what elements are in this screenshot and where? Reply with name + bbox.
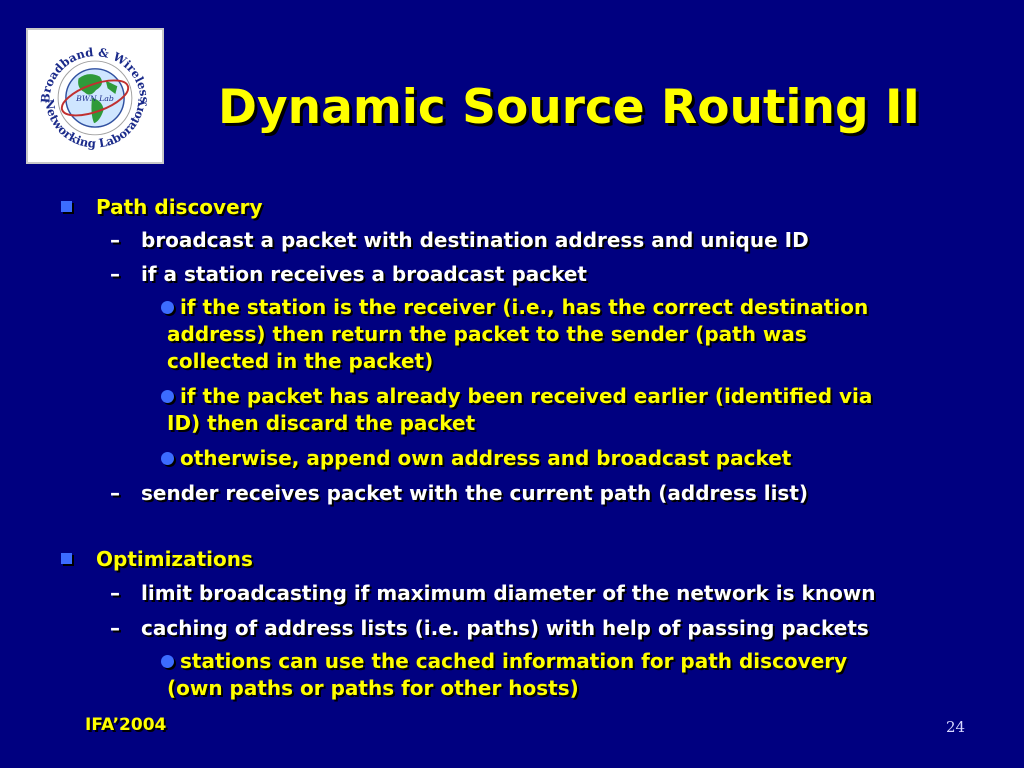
page-number: 24 — [946, 718, 966, 736]
section-heading: Path discovery — [96, 195, 263, 219]
sub-list-item: stations can use the cached information … — [167, 648, 848, 702]
dash-bullet-icon: – — [110, 481, 120, 505]
list-item: limit broadcasting if maximum diameter o… — [141, 581, 876, 605]
logo-center-text: BWN Lab — [75, 94, 114, 103]
list-item: broadcast a packet with destination addr… — [141, 228, 809, 252]
sub-item-line: if the station is the receiver (i.e., ha… — [180, 295, 869, 319]
sub-item-line: (own paths or paths for other hosts) — [167, 676, 579, 700]
sub-item-line: address) then return the packet to the s… — [167, 322, 807, 346]
sub-list-item: if the station is the receiver (i.e., ha… — [167, 294, 869, 375]
dot-bullet-icon — [161, 301, 174, 314]
sub-item-line: ID) then discard the packet — [167, 411, 476, 435]
sub-list-item: otherwise, append own address and broadc… — [180, 445, 791, 472]
sub-item-line: otherwise, append own address and broadc… — [180, 446, 792, 470]
square-bullet-icon — [61, 553, 72, 564]
dot-bullet-icon — [161, 390, 174, 403]
sub-list-item: if the packet has already been received … — [167, 383, 873, 437]
footer-event-label: IFA’2004 — [85, 715, 167, 735]
dot-bullet-icon — [161, 452, 174, 465]
list-item: sender receives packet with the current … — [141, 481, 809, 505]
sub-item-line: if the packet has already been received … — [180, 384, 873, 408]
sub-item-line: collected in the packet) — [167, 349, 434, 373]
dash-bullet-icon: – — [110, 581, 120, 605]
dash-bullet-icon: – — [110, 616, 120, 640]
sub-item-line: stations can use the cached information … — [180, 649, 848, 673]
bwn-lab-logo: Broadband & Wireless Networking Laborato… — [26, 28, 164, 164]
section-heading: Optimizations — [96, 547, 253, 571]
list-item: caching of address lists (i.e. paths) wi… — [141, 616, 869, 640]
dash-bullet-icon: – — [110, 228, 120, 252]
dash-bullet-icon: – — [110, 262, 120, 286]
dot-bullet-icon — [161, 655, 174, 668]
square-bullet-icon — [61, 201, 72, 212]
list-item: if a station receives a broadcast packet — [141, 262, 587, 286]
slide-title: Dynamic Source Routing II — [218, 80, 920, 135]
